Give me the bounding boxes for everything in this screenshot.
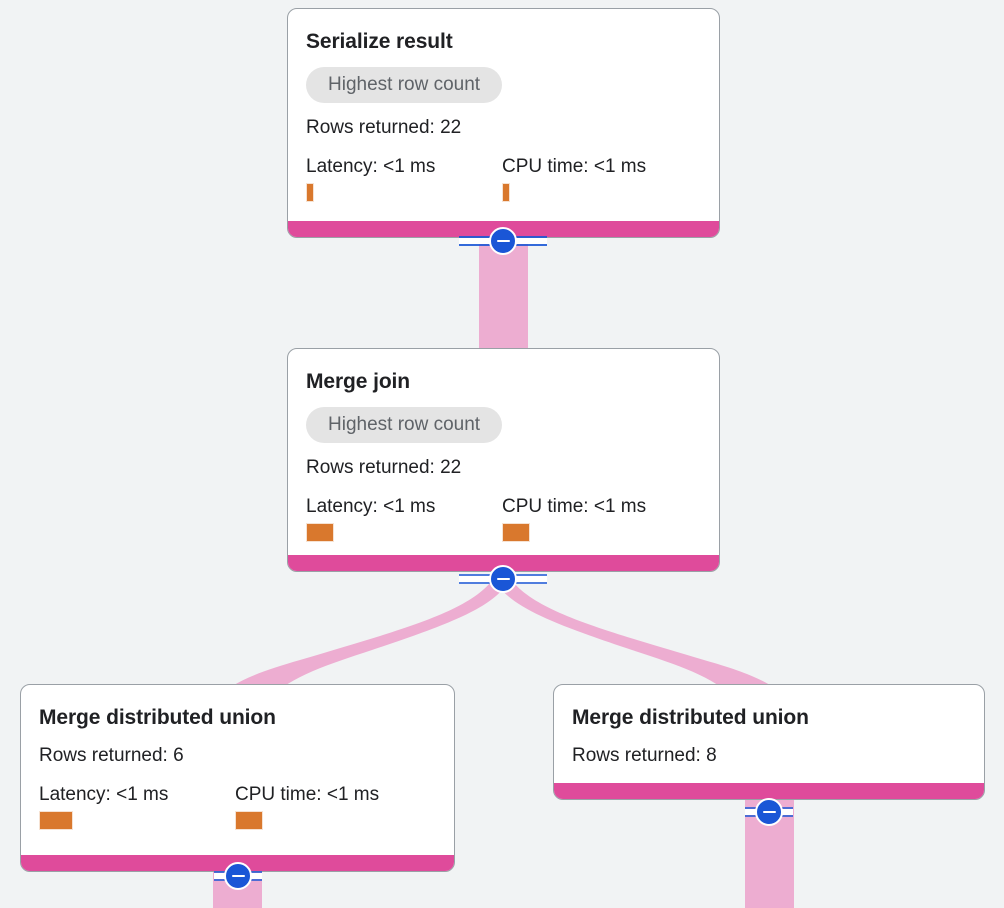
metric-label: Latency: <1 ms <box>39 784 169 805</box>
node-merge-distributed-union-right[interactable]: Merge distributed union Rows returned: 8 <box>553 684 985 800</box>
metrics-row: Latency: <1 ms CPU time: <1 ms <box>306 155 701 202</box>
minus-circle-icon[interactable] <box>755 798 783 826</box>
metric-label: Latency: <1 ms <box>306 156 436 177</box>
node-body: Merge distributed union Rows returned: 8 <box>554 685 984 783</box>
edge-mergejoin-to-union-right <box>494 578 789 700</box>
node-title: Merge join <box>306 370 411 393</box>
rows-returned: Rows returned: 22 <box>306 117 462 138</box>
rows-returned: Rows returned: 22 <box>306 457 462 478</box>
metric-bar-latency <box>306 183 314 202</box>
metric-bar-cpu-time <box>502 183 510 202</box>
metric-bar-cpu-time <box>502 523 530 542</box>
node-body: Merge distributed union Rows returned: 6… <box>21 685 454 846</box>
status-badge: Highest row count <box>306 407 503 443</box>
node-serialize-result[interactable]: Serialize result Highest row count Rows … <box>287 8 720 238</box>
collapse-handle-union-right[interactable] <box>721 797 817 827</box>
metric-bar-latency <box>306 523 334 542</box>
metric-cpu-time: CPU time: <1 ms <box>502 495 698 542</box>
node-merge-join[interactable]: Merge join Highest row count Rows return… <box>287 348 720 572</box>
metric-label: CPU time: <1 ms <box>502 496 647 517</box>
metric-latency: Latency: <1 ms <box>306 155 502 202</box>
metric-cpu-time: CPU time: <1 ms <box>502 155 698 202</box>
minus-circle-icon[interactable] <box>224 862 252 890</box>
metric-cpu-time: CPU time: <1 ms <box>235 783 431 830</box>
metric-latency: Latency: <1 ms <box>306 495 502 542</box>
metric-label: Latency: <1 ms <box>306 496 436 517</box>
node-title: Merge distributed union <box>572 706 809 729</box>
rows-returned: Rows returned: 8 <box>572 745 717 766</box>
node-body: Serialize result Highest row count Rows … <box>288 9 719 218</box>
node-merge-distributed-union-left[interactable]: Merge distributed union Rows returned: 6… <box>20 684 455 872</box>
node-title: Merge distributed union <box>39 706 276 729</box>
edge-mergejoin-to-union-left <box>215 578 510 700</box>
metric-bar-cpu-time <box>235 811 263 830</box>
metrics-row: Latency: <1 ms CPU time: <1 ms <box>306 495 701 542</box>
status-badge: Highest row count <box>306 67 503 103</box>
metric-bar-latency <box>39 811 73 830</box>
collapse-handle-merge-join[interactable] <box>455 564 551 594</box>
metric-latency: Latency: <1 ms <box>39 783 235 830</box>
node-status-bar <box>288 555 719 571</box>
node-body: Merge join Highest row count Rows return… <box>288 349 719 558</box>
minus-circle-icon[interactable] <box>489 565 517 593</box>
collapse-handle-serialize-result[interactable] <box>455 226 551 256</box>
collapse-handle-union-left[interactable] <box>190 861 286 891</box>
metric-label: CPU time: <1 ms <box>502 156 647 177</box>
node-title: Serialize result <box>306 30 453 53</box>
rows-returned: Rows returned: 6 <box>39 745 184 766</box>
metrics-row: Latency: <1 ms CPU time: <1 ms <box>39 783 436 830</box>
node-status-bar <box>554 783 984 799</box>
metric-label: CPU time: <1 ms <box>235 784 380 805</box>
minus-circle-icon[interactable] <box>489 227 517 255</box>
